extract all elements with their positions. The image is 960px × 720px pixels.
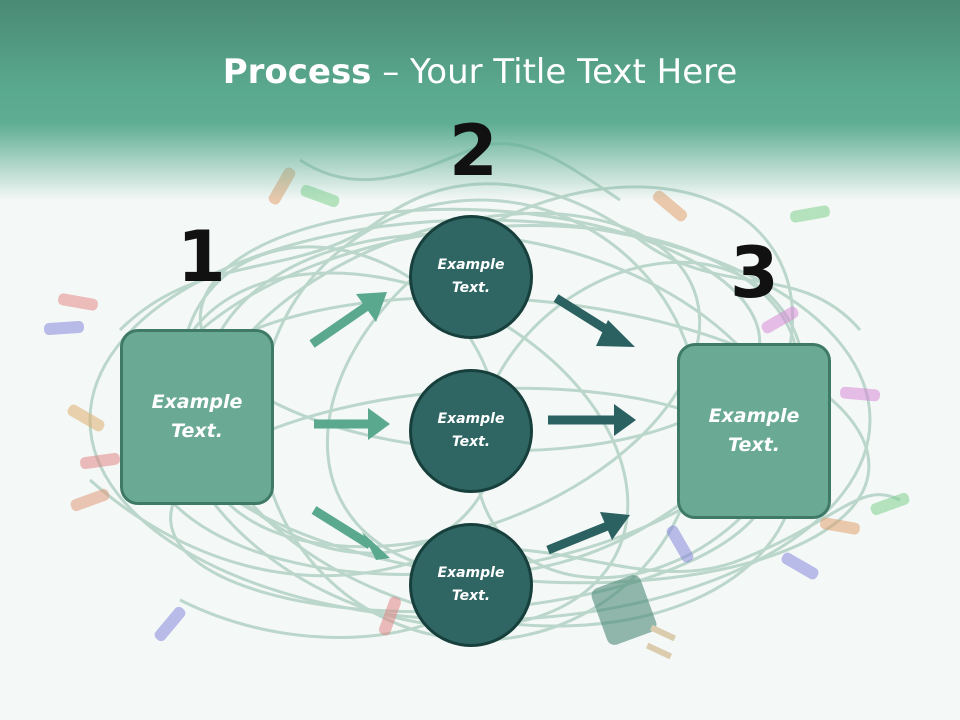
step-1-text-line1: Example [151,391,243,413]
step-2-circle-top: Example Text. [409,215,533,339]
title-rest-part: – Your Title Text Here [371,52,738,92]
step-3-box: Example Text. [677,343,831,519]
title-bold-part: Process [222,52,372,92]
step-3-text-line2: Text. [728,434,780,456]
arrow-left-to-middle [314,408,390,440]
step-number-2: 2 [449,110,498,192]
step-number-3: 3 [730,232,779,314]
step-1-box: Example Text. [120,329,274,505]
circle-middle-text-line1: Example [437,411,505,427]
circle-bottom-text-line1: Example [437,565,505,581]
step-3-text-line1: Example [708,405,800,427]
slide-title: Process – Your Title Text Here [0,52,960,92]
step-2-circle-bottom: Example Text. [409,523,533,647]
circle-bottom-text-line2: Text. [451,588,491,604]
arrow-bottom-to-right [546,512,630,555]
arrow-middle-to-right [548,404,636,436]
step-number-1: 1 [177,216,226,298]
circle-middle-text-line2: Text. [451,434,491,450]
arrow-left-to-top [309,292,387,348]
plug-icon [591,575,677,660]
arrow-top-to-right [553,294,635,347]
title-bar [0,0,960,200]
step-2-circle-middle: Example Text. [409,369,533,493]
arrow-left-to-bottom [311,506,390,560]
circle-top-text-line1: Example [437,257,505,273]
step-1-text-line2: Text. [171,420,223,442]
circle-top-text-line2: Text. [451,280,491,296]
